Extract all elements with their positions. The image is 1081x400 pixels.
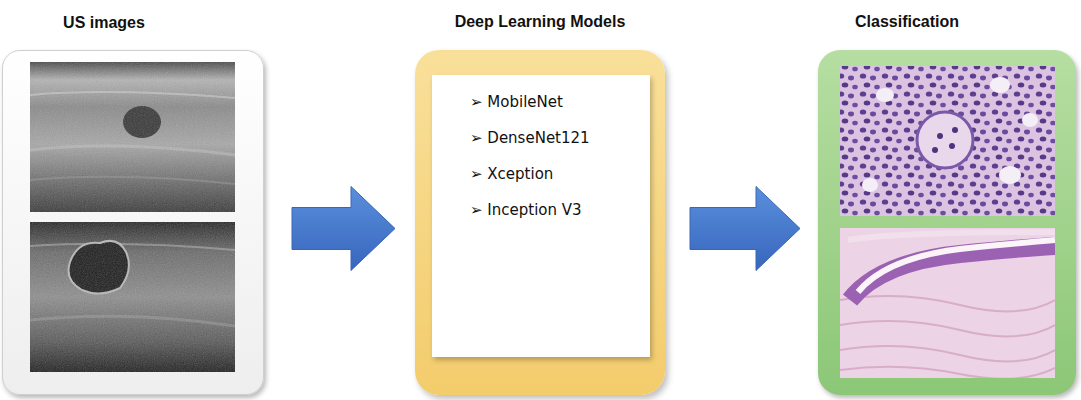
- cell-ground: [840, 66, 1055, 216]
- speckle: [30, 222, 235, 372]
- nucleus: [932, 147, 938, 153]
- collagen-fiber: [840, 321, 1055, 336]
- histology-image: [840, 228, 1055, 378]
- panel-heading: US images: [63, 13, 145, 33]
- block-arrow: [690, 187, 800, 271]
- nucleus: [937, 133, 943, 139]
- nucleus: [952, 127, 958, 133]
- panel-heading: Deep Learning Models: [455, 12, 626, 32]
- histology-image: [840, 66, 1055, 216]
- panel-fill: [818, 50, 1076, 395]
- block-arrow: [292, 187, 395, 271]
- panel-heading: Classification: [855, 12, 959, 32]
- lumen: [999, 166, 1021, 184]
- model-list-box: ➢ MobileNet ➢ DenseNet121 ➢ Xception ➢ Ince…: [432, 75, 650, 357]
- class-panel: Classification: [818, 50, 1076, 395]
- model-name: ➢ Inception V3: [470, 201, 582, 219]
- model-name: ➢ DenseNet121: [470, 129, 590, 147]
- lumen: [1022, 113, 1038, 127]
- image-panel: US images: [2, 50, 264, 395]
- stroma: [840, 228, 1055, 378]
- ultrasound-ground: [30, 62, 235, 212]
- collagen-fiber: [840, 296, 1055, 311]
- ultrasound-image: [30, 62, 235, 212]
- panel-fill: [2, 50, 264, 395]
- collagen-fiber: [840, 367, 1055, 378]
- lumen: [876, 88, 894, 102]
- speckle: [30, 62, 235, 212]
- lumen: [858, 240, 1055, 292]
- collagen-fiber: [840, 346, 1055, 361]
- duct: [917, 112, 973, 168]
- model-name: ➢ MobileNet: [470, 93, 563, 111]
- lumen: [990, 77, 1010, 93]
- nucleus: [949, 143, 955, 149]
- ultrasound-ground: [30, 222, 235, 372]
- model-panel: Deep Learning Models➢ MobileNet➢ DenseNe…: [415, 50, 665, 395]
- stroma: [848, 232, 1055, 240]
- lumen: [862, 178, 878, 192]
- ultrasound-image: [30, 222, 235, 372]
- model-name: ➢ Xception: [470, 165, 553, 183]
